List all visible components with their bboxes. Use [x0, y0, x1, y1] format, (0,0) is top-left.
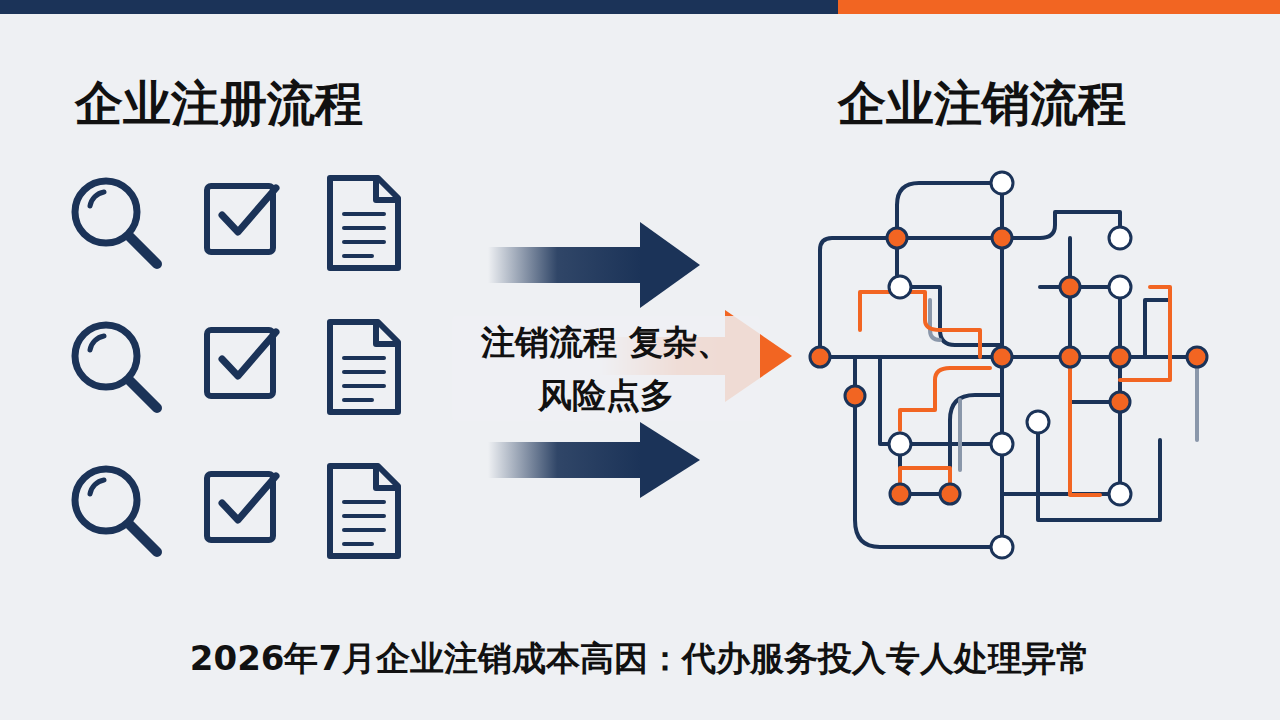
network-lines — [1002, 492, 1120, 496]
top-bar-navy — [0, 0, 838, 14]
network-lines — [1070, 238, 1120, 402]
network-lines — [820, 238, 1002, 357]
network-node-orange — [1060, 347, 1080, 367]
network-lines-orange — [1120, 287, 1170, 380]
caption: 2026年7月企业注销成本高因：代办服务投入专人处理异常 — [190, 636, 1090, 682]
network-node-orange — [845, 386, 865, 406]
top-bar-orange — [838, 0, 1280, 14]
network-node-white — [991, 433, 1013, 455]
network-node-orange — [992, 347, 1012, 367]
network-node-orange — [1187, 347, 1207, 367]
network-lines-orange — [860, 292, 980, 357]
network-lines — [1145, 300, 1170, 357]
network-node-white — [1027, 411, 1049, 433]
network-node-white — [889, 433, 911, 455]
network-lines — [1002, 212, 1120, 238]
network-node-orange — [1110, 392, 1130, 412]
icon-row — [75, 322, 398, 412]
icon-row — [75, 466, 398, 556]
network-lines — [880, 357, 1002, 444]
network-lines-grey — [930, 300, 940, 340]
network-lines — [1038, 422, 1160, 520]
network-node-white — [889, 172, 1131, 558]
section-heading: 企业注册流程 — [75, 72, 363, 136]
flow-arrow — [640, 422, 700, 498]
flow-arrow — [488, 247, 642, 283]
network-lines — [897, 183, 1002, 238]
network-lines-orange — [860, 287, 1170, 495]
flow-arrow — [488, 422, 700, 498]
network-lines — [1040, 287, 1120, 494]
network-node-white — [991, 172, 1013, 194]
network-node-orange — [1110, 347, 1130, 367]
flow-arrow — [488, 222, 700, 308]
network-node-orange — [1060, 277, 1080, 297]
network-node-orange — [810, 347, 830, 367]
network-lines-orange — [900, 368, 990, 430]
network-lines — [855, 357, 1002, 547]
network-lines-grey — [958, 400, 962, 470]
icon-row — [75, 178, 398, 268]
network-lines — [820, 183, 1197, 547]
network-lines-grey — [1195, 357, 1199, 440]
network-node-white — [991, 536, 1013, 558]
network-lines-orange — [1070, 357, 1100, 495]
network-node-orange — [887, 228, 907, 248]
flow-arrow — [640, 222, 700, 308]
network-lines-grey — [930, 300, 1197, 470]
network-node-orange — [890, 484, 910, 504]
network-node-white — [889, 276, 911, 298]
network-node-orange — [992, 228, 1012, 248]
network-node-white — [1109, 227, 1131, 249]
network-node-orange — [810, 228, 1207, 504]
arrow-note: 注销流程 复杂、风险点多 — [452, 316, 760, 421]
network-node-white — [1109, 483, 1131, 505]
network-node-white — [1109, 276, 1131, 298]
flow-arrow — [488, 442, 642, 478]
network-node-orange — [940, 484, 960, 504]
section-heading: 企业注销流程 — [838, 72, 1126, 136]
